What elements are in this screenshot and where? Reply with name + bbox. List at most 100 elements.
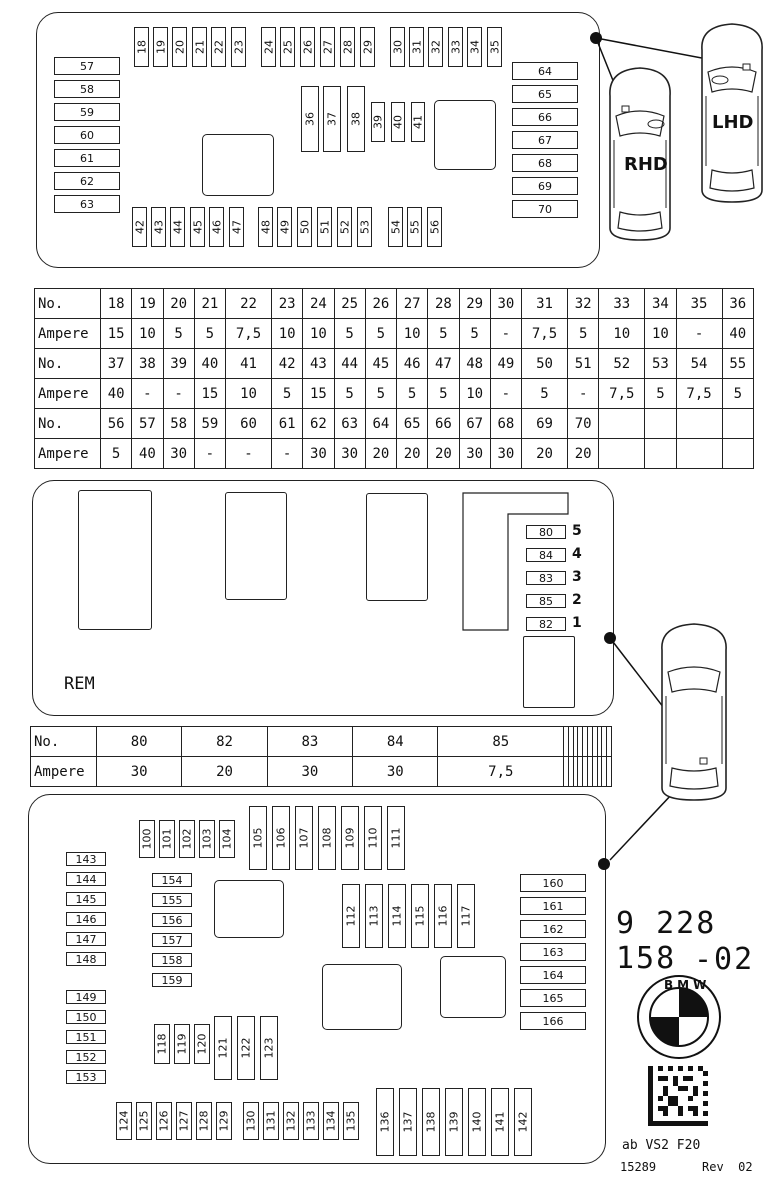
table-cell: - [162, 378, 195, 409]
rem-fuse-slot: 82 [526, 617, 566, 631]
table-cell: 5 [333, 378, 366, 409]
lhd-label: LHD [712, 112, 754, 133]
fuse-slot: 129 [216, 1102, 232, 1140]
fuse-slot: 56 [427, 207, 442, 247]
table-cell: 30 [302, 438, 335, 469]
fuse-slot: 156 [152, 913, 192, 927]
fuse-slot: 125 [136, 1102, 152, 1140]
fuse-slot: 28 [340, 27, 355, 67]
fuse-slot: 25 [280, 27, 295, 67]
fuse-slot: 66 [512, 108, 578, 126]
fuse-slot: 131 [263, 1102, 279, 1140]
fuse-slot: 46 [209, 207, 224, 247]
table-cell: 59 [193, 408, 227, 439]
fuse-slot: 55 [407, 207, 422, 247]
table-cell: 5 [644, 378, 677, 409]
table-cell: 37 [99, 348, 133, 379]
fuse-slot: 122 [237, 1016, 255, 1080]
fuse-slot: 145 [66, 892, 106, 906]
table-cell: 85 [437, 726, 565, 757]
table-cell: 5 [364, 318, 398, 349]
fuse-slot: 126 [156, 1102, 172, 1140]
fuse-slot: 27 [320, 27, 335, 67]
fuse-slot: 138 [422, 1088, 440, 1156]
fuse-slot: 137 [399, 1088, 417, 1156]
part-number-line2: -02 [694, 942, 755, 977]
fuse-slot: 68 [512, 154, 578, 172]
table-cell: 30 [489, 438, 523, 469]
table-cell: 5 [162, 318, 195, 349]
fuse-slot: 115 [411, 884, 429, 948]
fuse-slot: 104 [219, 820, 235, 858]
fuse-slot: 151 [66, 1030, 106, 1044]
fuse-slot: 32 [428, 27, 443, 67]
fuse-slot: 29 [360, 27, 375, 67]
fuse-slot: 41 [411, 102, 425, 142]
table-cell: 52 [598, 348, 646, 379]
table-cell: 40 [99, 378, 133, 409]
table-cell: 35 [675, 288, 723, 319]
table-cell: 62 [302, 408, 335, 439]
fuse-slot: 19 [153, 27, 168, 67]
fuse-slot: 163 [520, 943, 586, 961]
table-cell: 7,5 [675, 378, 723, 409]
fuse-slot: 127 [176, 1102, 192, 1140]
fuse-slot: 59 [54, 103, 120, 121]
fuse-slot: 120 [194, 1024, 210, 1064]
fuse-slot: 52 [337, 207, 352, 247]
row-header: Ampere [34, 378, 101, 409]
fuse-slot: 119 [174, 1024, 190, 1064]
fuse-slot: 38 [347, 86, 365, 152]
table-cell: 30 [458, 438, 491, 469]
car-location-diagram [596, 23, 763, 241]
table-cell: 80 [95, 726, 183, 757]
fuse-slot: 144 [66, 872, 106, 886]
row-header: No. [34, 408, 101, 439]
table-cell [606, 756, 612, 787]
location-marker [598, 858, 610, 870]
fuse-slot: 33 [448, 27, 463, 67]
table-cell: 34 [644, 288, 677, 319]
fuse-slot: 165 [520, 989, 586, 1007]
fuse-slot: 58 [54, 80, 120, 98]
table-cell: 63 [333, 408, 366, 439]
rem-fuse-slot: 83 [526, 571, 566, 585]
revision: Rev 02 [702, 1160, 753, 1174]
fuse-slot: 135 [343, 1102, 359, 1140]
table-cell: 31 [521, 288, 569, 319]
fuse-slot: 18 [134, 27, 149, 67]
table-cell: 5 [458, 318, 491, 349]
fuse-slot: 164 [520, 966, 586, 984]
table-cell [598, 438, 646, 469]
fuse-slot: 24 [261, 27, 276, 67]
fuse-slot: 20 [172, 27, 187, 67]
table-cell: 43 [302, 348, 335, 379]
table-cell: 7,5 [437, 756, 565, 787]
fuse-slot: 50 [297, 207, 312, 247]
table-cell: 7,5 [598, 378, 646, 409]
fuse-slot: 111 [387, 806, 405, 870]
table-cell: 25 [333, 288, 366, 319]
fuse-slot: 36 [301, 86, 319, 152]
table-cell: 26 [364, 288, 398, 319]
fuse-slot: 153 [66, 1070, 106, 1084]
fuse-slot: 30 [390, 27, 405, 67]
rem-fuse-slot: 80 [526, 525, 566, 539]
fuse-slot: 45 [190, 207, 205, 247]
car-location-diagram [609, 623, 727, 861]
fuse-slot: 147 [66, 932, 106, 946]
table-cell: 10 [224, 378, 273, 409]
table-cell: 29 [458, 288, 491, 319]
table-cell: - [567, 378, 600, 409]
table-cell: 30 [489, 288, 523, 319]
table-cell: 49 [489, 348, 523, 379]
fuse-slot: 110 [364, 806, 382, 870]
relay-block [214, 880, 284, 938]
rem-bracket [462, 492, 569, 631]
table-cell: 57 [131, 408, 164, 439]
